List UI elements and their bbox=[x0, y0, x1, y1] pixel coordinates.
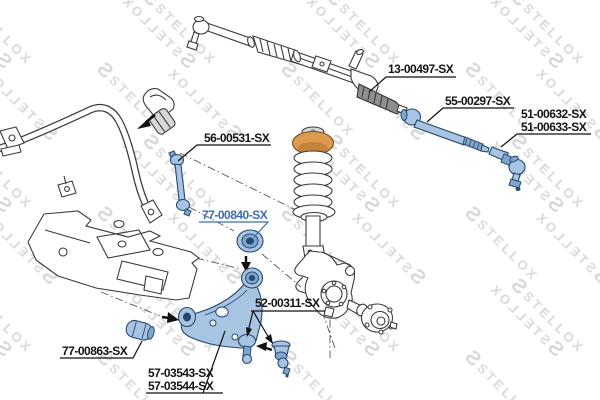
label-rack-boot: 13-00497-SX bbox=[388, 62, 454, 76]
strut-assembly bbox=[291, 126, 336, 265]
install-arrow-front-bushing bbox=[161, 312, 179, 323]
coil-spring bbox=[293, 150, 333, 210]
subframe bbox=[27, 175, 200, 301]
label-inner-tie-rod: 55-00297-SX bbox=[445, 94, 511, 108]
install-arrow-rear-bushing bbox=[241, 262, 251, 272]
install-arrow-ball-joint bbox=[256, 342, 273, 352]
label-stabilizer-link: 56-00531-SX bbox=[204, 131, 270, 145]
install-arrow-stabilizer bbox=[137, 114, 156, 129]
arm-front-bushing-part bbox=[125, 319, 155, 341]
ball-joint-part bbox=[271, 340, 291, 378]
stabilizer-link bbox=[168, 150, 192, 217]
stabilizer-bushing bbox=[149, 108, 176, 135]
arm-rear-bushing-part bbox=[236, 229, 264, 272]
wheel-hub bbox=[346, 299, 398, 335]
label-leaders bbox=[60, 76, 591, 394]
label-tie-rod-end-2: 51-00633-SX bbox=[521, 120, 587, 134]
center-lines bbox=[100, 152, 337, 358]
control-arm bbox=[177, 267, 264, 365]
steering-rack bbox=[186, 15, 408, 115]
outer-tie-rod-end bbox=[488, 146, 526, 191]
stabilizer-bar bbox=[0, 103, 163, 224]
steering-knuckle bbox=[294, 250, 356, 319]
left-boot-pleats bbox=[259, 38, 292, 63]
label-tie-rod-end-1: 51-00632-SX bbox=[521, 107, 587, 121]
label-arm-rear-bushing[interactable]: 77-00840-SX bbox=[202, 208, 268, 222]
label-control-arm-2: 57-03544-SX bbox=[148, 379, 214, 393]
inner-tie-rod bbox=[400, 108, 490, 153]
label-arm-front-bushing: 77-00863-SX bbox=[62, 344, 128, 358]
label-control-arm-1: 57-03543-SX bbox=[148, 366, 214, 380]
label-ball-joint: 52-00311-SX bbox=[255, 296, 320, 310]
